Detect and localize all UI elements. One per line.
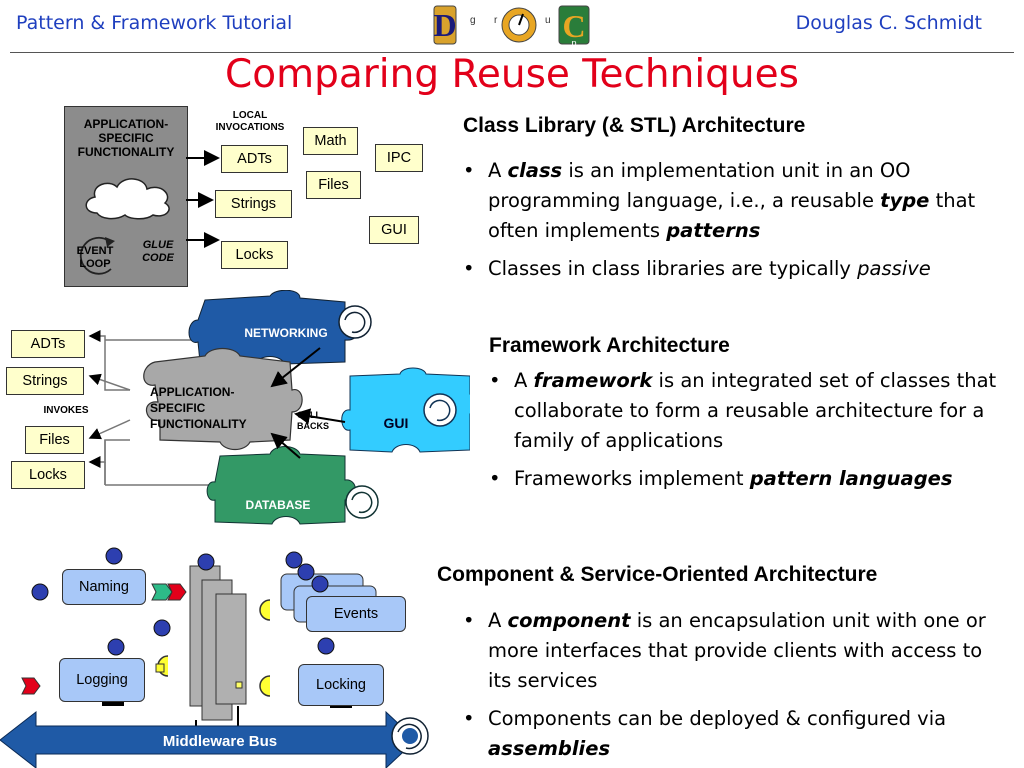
term-type: type [880, 189, 930, 212]
class-box-math: Math [303, 127, 358, 155]
app-box-line1: APPLICATION- [83, 117, 169, 131]
component-naming: Naming [62, 569, 146, 605]
networking-piece [188, 290, 359, 365]
app-box-line2: SPECIFIC [98, 131, 154, 145]
term-patterns: patterns [666, 219, 761, 242]
database-label: DATABASE [245, 498, 311, 512]
term-pattern-languages: pattern languages [749, 467, 953, 490]
logo-p: p [571, 38, 576, 48]
logo-r: r [494, 15, 498, 26]
invokes-label: INVOKES [43, 405, 89, 416]
framework-box-adts: ADTs [11, 330, 85, 358]
framework-box-locks: Locks [11, 461, 85, 489]
component-events: Events [306, 596, 406, 632]
local-invocations-line1: LOCAL [232, 110, 268, 121]
event-loop-line2: LOOP [79, 258, 111, 270]
app-piece-line2: SPECIFIC [150, 401, 206, 415]
component-logging: Logging [59, 658, 145, 702]
app-piece-line1: APPLICATION- [150, 385, 235, 399]
invocation-arrows [186, 150, 220, 248]
class-box-files: Files [306, 171, 361, 199]
term-class: class [507, 159, 563, 182]
term-passive: passive [857, 257, 931, 280]
logo-d: D [433, 7, 456, 43]
framework-box-files: Files [25, 426, 84, 454]
bullet-component-definition: • A component is an encapsulation unit w… [463, 609, 986, 692]
cloud-icon [85, 178, 170, 220]
app-piece-line3: FUNCTIONALITY [150, 417, 247, 431]
app-specific-piece [143, 347, 303, 451]
header-tutorial-title: Pattern & Framework Tutorial [16, 12, 293, 34]
event-loop-line1: EVENT [76, 245, 114, 257]
class-box-locks: Locks [221, 241, 288, 269]
class-box-gui: GUI [369, 216, 419, 244]
doc-group-logo: D g r u C p [433, 5, 590, 48]
call-backs-line1: CALL [297, 410, 321, 420]
gui-label: GUI [383, 415, 409, 431]
local-invocations-line2: INVOCATIONS [215, 122, 285, 133]
app-specific-box: APPLICATION- SPECIFIC FUNCTIONALITY EVEN… [64, 106, 188, 287]
logo-c: C [562, 8, 585, 44]
framework-diagram [88, 290, 470, 525]
middleware-bus-label: Middleware Bus [162, 733, 278, 750]
glue-code-line2: CODE [142, 252, 174, 264]
call-backs-line2: BACKS [297, 421, 330, 431]
class-box-ipc: IPC [375, 144, 423, 172]
gui-piece [341, 367, 470, 453]
term-component: component [507, 609, 631, 632]
class-box-adts: ADTs [221, 145, 288, 173]
header-divider [10, 52, 1014, 53]
glue-code-line1: GLUE [142, 239, 174, 251]
term-assemblies: assemblies [488, 737, 611, 760]
term-framework: framework [533, 369, 653, 392]
slide-title: Comparing Reuse Techniques [225, 52, 799, 97]
logo-u: u [545, 15, 551, 26]
app-box-line3: FUNCTIONALITY [77, 145, 175, 159]
bullet-passive-classes: • Classes in class libraries are typical… [463, 257, 931, 280]
framework-heading: Framework Architecture [489, 334, 730, 357]
component-heading: Component & Service-Oriented Architectur… [437, 563, 878, 586]
framework-box-strings: Strings [6, 367, 84, 395]
header-author: Douglas C. Schmidt [795, 12, 982, 34]
event-loop-arrow-icon [79, 236, 115, 275]
networking-label: NETWORKING [244, 326, 328, 340]
bullet-assemblies: • Components can be deployed & configure… [463, 707, 947, 760]
bullet-class-definition: • A class is an implementation unit in a… [463, 159, 976, 242]
logo-g: g [470, 15, 476, 26]
bullet-framework-definition: • A framework is an integrated set of cl… [489, 369, 997, 452]
class-library-heading: Class Library (& STL) Architecture [463, 114, 806, 137]
component-locking: Locking [298, 664, 384, 706]
database-piece [206, 446, 356, 525]
class-box-strings: Strings [215, 190, 292, 218]
bullet-pattern-languages: • Frameworks implement pattern languages [489, 467, 953, 490]
